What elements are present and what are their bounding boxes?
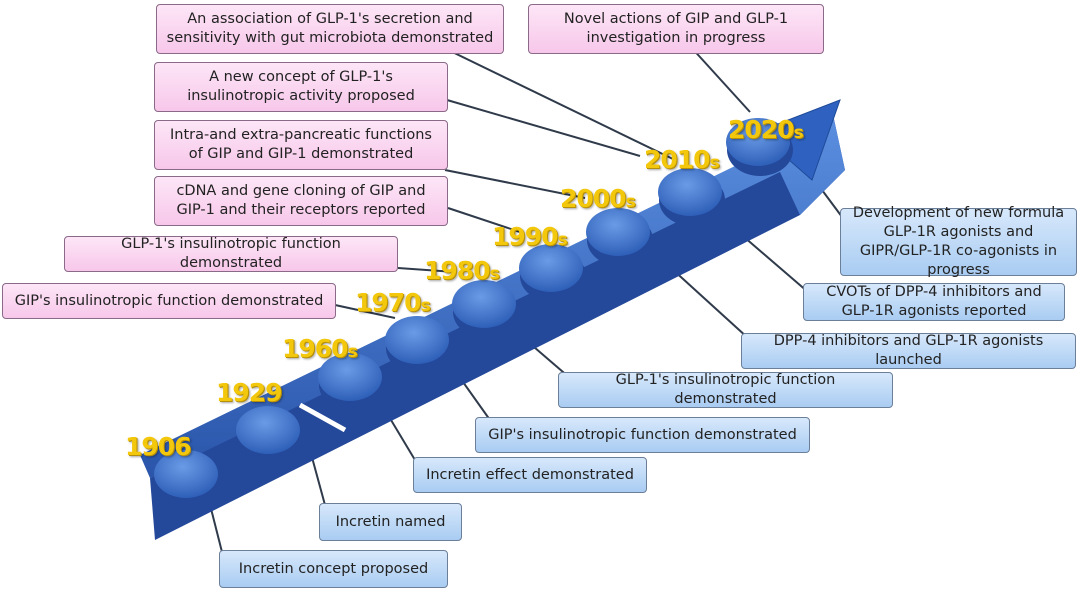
event-box-above: An association of GLP-1's secretion and … (156, 4, 504, 54)
event-text: Intra-and extra-pancreatic functions of … (170, 127, 432, 162)
event-text: A new concept of GLP-1's insulinotropic … (187, 69, 415, 104)
event-box-above: cDNA and gene cloning of GIP and GIP-1 a… (154, 176, 448, 226)
event-box-above: Intra-and extra-pancreatic functions of … (154, 120, 448, 170)
year-label-2000s: 2000s (560, 184, 636, 213)
year-disc-1980s (452, 280, 519, 338)
year-disc-2000s (586, 208, 653, 266)
year-number: 2000 (560, 184, 627, 213)
connector-line (446, 99, 641, 157)
year-disc-1970s (385, 316, 452, 374)
event-box-below: Incretin effect demonstrated (413, 457, 647, 493)
year-label-2020s: 2020s (728, 115, 804, 144)
year-number: 2010 (644, 145, 711, 174)
year-label-1990s: 1990s (492, 222, 568, 251)
year-suffix: s (709, 153, 720, 173)
event-text: GLP-1's insulinotropic function demonstr… (615, 372, 836, 407)
event-text: CVOTs of DPP-4 inhibitors and GLP-1R ago… (826, 284, 1042, 319)
event-text: An association of GLP-1's secretion and … (166, 11, 494, 46)
event-box-below: Development of new formula GLP-1R agonis… (840, 205, 1077, 278)
connector-line (447, 207, 521, 233)
year-discs (154, 118, 793, 508)
year-suffix: s (420, 296, 431, 316)
event-box-above: A new concept of GLP-1's insulinotropic … (154, 62, 448, 112)
event-box-above: GIP's insulinotropic function demonstrat… (2, 283, 336, 319)
timeline-break (298, 402, 347, 433)
event-text: Incretin named (335, 513, 446, 530)
event-text: Novel actions of GIP and GLP-1 investiga… (563, 11, 789, 46)
year-suffix: s (793, 123, 804, 143)
event-box-below: GIP's insulinotropic function demonstrat… (475, 417, 810, 453)
event-box-below: CVOTs of DPP-4 inhibitors and GLP-1R ago… (803, 283, 1065, 321)
year-number: 1929 (216, 378, 283, 407)
year-suffix: s (557, 230, 568, 250)
year-disc-1960s (318, 353, 385, 411)
event-box-above: GLP-1's insulinotropic function demonstr… (64, 236, 398, 272)
connector-line (334, 304, 396, 319)
connector-line (439, 45, 676, 161)
event-text: DPP-4 inhibitors and GLP-1R agonists lau… (773, 333, 1044, 368)
year-label-1929: 1929 (216, 378, 283, 407)
year-disc-1906 (154, 450, 221, 508)
event-box-below: GLP-1's insulinotropic function demonstr… (558, 372, 893, 408)
event-box-below: DPP-4 inhibitors and GLP-1R agonists lau… (741, 333, 1076, 369)
year-label-2010s: 2010s (644, 145, 720, 174)
event-text: Development of new formula GLP-1R agonis… (852, 205, 1065, 278)
year-disc-2020s (726, 118, 793, 176)
year-suffix: s (625, 192, 636, 212)
event-text: GIP's insulinotropic function demonstrat… (488, 426, 797, 443)
year-label-1980s: 1980s (424, 256, 500, 285)
connector-line (689, 45, 751, 113)
year-number: 1990 (492, 222, 559, 251)
event-text: Incretin effect demonstrated (426, 466, 634, 483)
event-text: cDNA and gene cloning of GIP and GIP-1 a… (176, 183, 426, 218)
year-label-1970s: 1970s (355, 288, 431, 317)
year-suffix: s (347, 342, 358, 362)
year-disc-1990s (519, 244, 586, 302)
year-label-1906: 1906 (125, 432, 192, 461)
connector-line (444, 169, 586, 199)
year-disc-1929 (236, 406, 303, 464)
year-suffix: s (489, 264, 500, 284)
event-text: GLP-1's insulinotropic function demonstr… (121, 236, 341, 271)
year-disc-2010s (658, 168, 725, 226)
year-number: 1906 (125, 432, 192, 461)
event-box-above: Novel actions of GIP and GLP-1 investiga… (528, 4, 824, 54)
year-number: 1980 (424, 256, 491, 285)
year-number: 2020 (728, 115, 795, 144)
event-text: Incretin concept proposed (238, 560, 429, 577)
year-label-1960s: 1960s (282, 334, 358, 363)
year-number: 1960 (282, 334, 349, 363)
connector-line (397, 267, 456, 273)
event-box-below: Incretin named (319, 503, 462, 541)
event-text: GIP's insulinotropic function demonstrat… (14, 292, 324, 309)
year-number: 1970 (355, 288, 422, 317)
event-box-below: Incretin concept proposed (219, 550, 448, 588)
